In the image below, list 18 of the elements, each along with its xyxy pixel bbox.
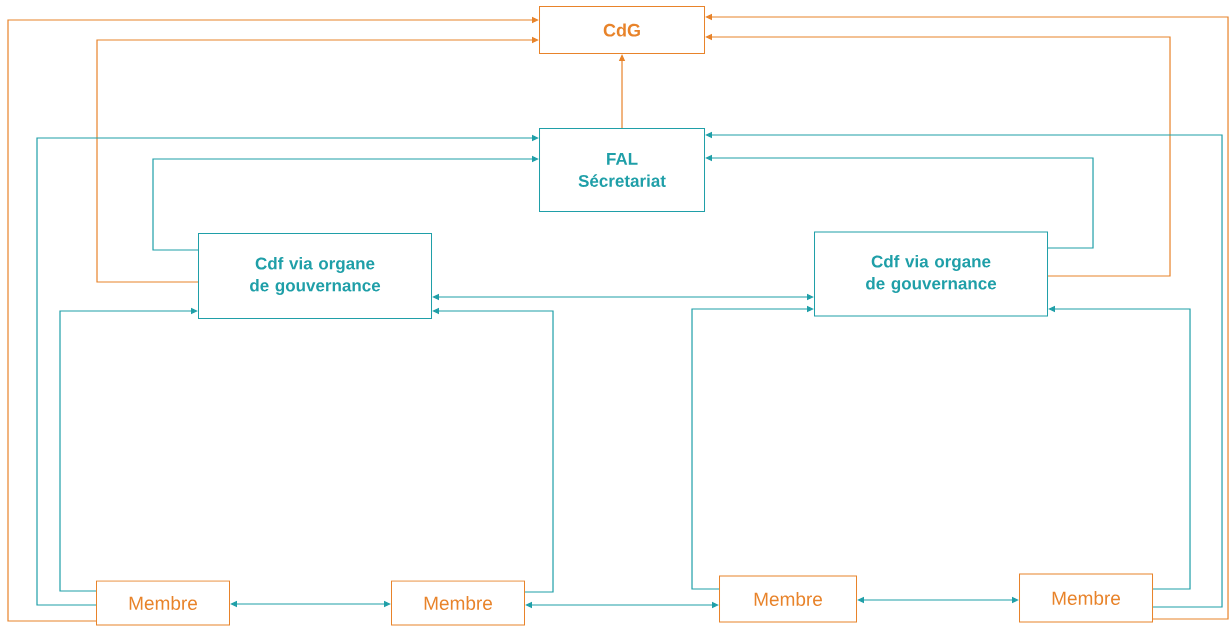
- process-box: FAL Sécretariat: [539, 128, 705, 212]
- arrow: [152, 155, 539, 251]
- arrow: [59, 307, 198, 592]
- arrow: [96, 36, 539, 283]
- arrow: [230, 600, 391, 608]
- process-box: Membre: [719, 575, 857, 623]
- arrow: [36, 134, 539, 606]
- arrow: [7, 16, 539, 622]
- process-box: CdG: [539, 6, 705, 54]
- arrow: [857, 596, 1019, 604]
- arrow: [432, 293, 814, 301]
- process-box: Cdf via organe de gouvernance: [814, 231, 1048, 317]
- arrow: [691, 305, 814, 590]
- process-box: Cdf via organe de gouvernance: [198, 233, 432, 319]
- arrow: [525, 601, 719, 609]
- process-box: Membre: [1019, 573, 1153, 623]
- process-box: Membre: [391, 580, 525, 626]
- process-box: Membre: [96, 580, 230, 626]
